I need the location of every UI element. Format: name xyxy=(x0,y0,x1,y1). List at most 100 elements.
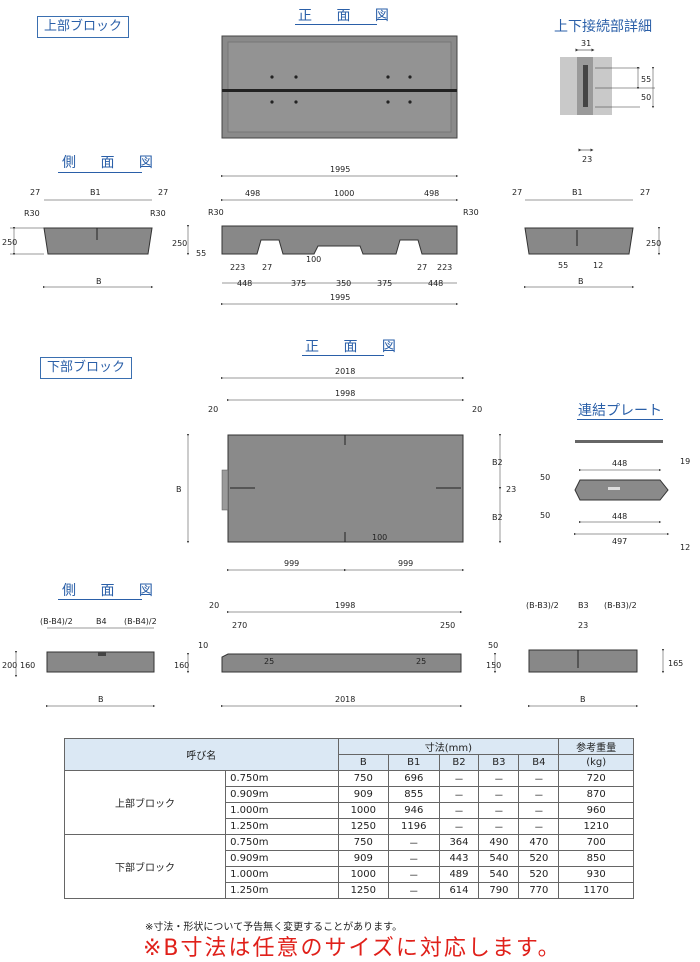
th-col: B4 xyxy=(518,754,560,771)
value-cell: 489 xyxy=(438,866,480,883)
size-cell: 0.750m xyxy=(225,770,339,787)
dim-text: 19 xyxy=(680,457,690,466)
weight-cell: 960 xyxy=(558,802,634,819)
size-cell: 1.000m xyxy=(225,802,339,819)
weight-cell: 870 xyxy=(558,786,634,803)
size-cell: 0.909m xyxy=(225,786,339,803)
dim-text: 1998 xyxy=(335,389,355,398)
dim-text: 498 xyxy=(424,189,439,198)
dim-text: R30 xyxy=(150,209,166,218)
size-cell: 1.250m xyxy=(225,882,339,899)
dim-text: 999 xyxy=(398,559,413,568)
dim-text: B2 xyxy=(492,513,503,522)
dim-text: 250 xyxy=(172,239,187,248)
value-cell: － xyxy=(388,866,440,883)
dim-text: 1998 xyxy=(335,601,355,610)
dim-text: 150 xyxy=(486,661,501,670)
upper-front-section xyxy=(186,174,459,306)
upper-side-view-title: 側 面 図 xyxy=(62,155,163,171)
dim-text: 25 xyxy=(416,657,426,666)
dim-text: 375 xyxy=(291,279,306,288)
size-cell: 0.909m xyxy=(225,850,339,867)
value-cell: － xyxy=(478,818,520,835)
connecting-plate xyxy=(573,440,670,536)
dim-text: 20 xyxy=(208,405,218,414)
dim-text: 448 xyxy=(428,279,443,288)
value-cell: 470 xyxy=(518,834,560,851)
value-cell: － xyxy=(518,818,560,835)
upper-front-view xyxy=(221,35,458,139)
value-cell: － xyxy=(438,802,480,819)
value-cell: 1000 xyxy=(337,802,390,819)
dim-text: 448 xyxy=(612,459,627,468)
value-cell: 490 xyxy=(478,834,520,851)
dim-text: 12 xyxy=(680,543,690,552)
dim-text: (B-B4)/2 xyxy=(40,617,73,626)
dim-text: B4 xyxy=(96,617,107,626)
dim-text: 23 xyxy=(578,621,588,630)
dim-text: 27 xyxy=(417,263,427,272)
dim-text: B xyxy=(98,695,104,704)
lower-front-side xyxy=(186,610,497,708)
lower-front-view-title: 正 面 図 xyxy=(305,339,406,355)
value-cell: － xyxy=(478,786,520,803)
size-cell: 1.000m xyxy=(225,866,339,883)
dim-text: B2 xyxy=(492,458,503,467)
th-weight: 参考重量 xyxy=(558,738,634,755)
value-cell: 540 xyxy=(478,850,520,867)
value-cell: 946 xyxy=(388,802,440,819)
value-cell: － xyxy=(388,834,440,851)
dim-text: 50 xyxy=(488,641,498,650)
dim-text: 448 xyxy=(237,279,252,288)
upper-block-label: 上部ブロック xyxy=(37,16,130,38)
dim-text: 20 xyxy=(209,601,219,610)
value-cell: － xyxy=(388,882,440,899)
dim-text: 23 xyxy=(582,155,592,164)
dim-text: 250 xyxy=(2,238,17,247)
note-change: ※寸法・形状について予告無く変更することがあります。 xyxy=(145,922,403,933)
spec-table: 呼び名 寸法(mm) 参考重量 B B1 B2 B3 B4 (kg) 上部ブロッ… xyxy=(63,738,634,899)
dim-text: 2018 xyxy=(335,367,355,376)
dim-text: 31 xyxy=(581,39,591,48)
value-cell: 614 xyxy=(438,882,480,899)
drawings: 27 B1 27 R30 R30 250 B 1995 498 1000 498… xyxy=(2,35,690,708)
dim-text: 27 xyxy=(640,188,650,197)
upper-front-view-title: 正 面 図 xyxy=(298,8,399,24)
dim-text: 223 xyxy=(230,263,245,272)
size-cell: 0.750m xyxy=(225,834,339,851)
value-cell: － xyxy=(518,802,560,819)
weight-cell: 930 xyxy=(558,866,634,883)
dim-text: 55 xyxy=(558,261,568,270)
value-cell: 540 xyxy=(478,866,520,883)
weight-cell: 850 xyxy=(558,850,634,867)
joint-detail xyxy=(560,48,655,152)
value-cell: － xyxy=(478,770,520,787)
joint-detail-title: 上下接続部詳細 xyxy=(554,19,652,35)
dim-text: 165 xyxy=(668,659,683,668)
dim-text: 27 xyxy=(512,188,522,197)
dim-text: 100 xyxy=(306,255,321,264)
dim-text: 12 xyxy=(593,261,603,270)
value-cell: 364 xyxy=(438,834,480,851)
value-cell: 1000 xyxy=(337,866,390,883)
dim-text: B xyxy=(176,485,182,494)
value-cell: － xyxy=(438,786,480,803)
plate-title: 連結プレート xyxy=(578,403,662,419)
th-col: B xyxy=(337,754,390,771)
value-cell: 770 xyxy=(518,882,560,899)
group-name: 下部ブロック xyxy=(63,834,227,899)
dim-text: B xyxy=(578,277,584,286)
dim-text: 497 xyxy=(612,537,627,546)
dim-text: B1 xyxy=(572,188,583,197)
dim-text: B1 xyxy=(90,188,101,197)
dim-text: 10 xyxy=(198,641,208,650)
size-cell: 1.250m xyxy=(225,818,339,835)
weight-cell: 1170 xyxy=(558,882,634,899)
dim-text: 2018 xyxy=(335,695,355,704)
dim-text: R30 xyxy=(24,209,40,218)
th-col: B1 xyxy=(388,754,440,771)
